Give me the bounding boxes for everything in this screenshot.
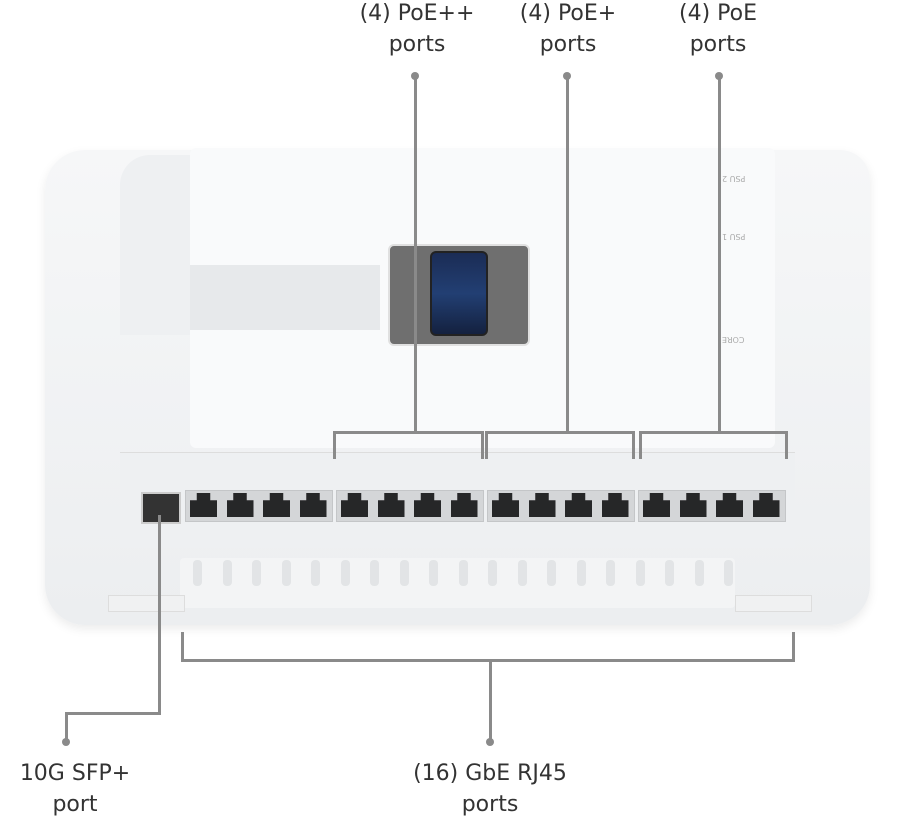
callout-line2: ports bbox=[388, 32, 446, 57]
leader-line bbox=[639, 431, 642, 459]
leader-line bbox=[181, 632, 184, 662]
comb-tooth bbox=[694, 560, 704, 586]
comb-tooth bbox=[517, 560, 527, 586]
leader-line bbox=[414, 76, 417, 432]
callout-rj45: (16) GbE RJ45 ports bbox=[380, 758, 600, 820]
leader-line bbox=[489, 659, 492, 741]
callout-line1: 10G SFP+ bbox=[19, 761, 131, 786]
comb-tooth bbox=[606, 560, 615, 586]
callout-poe-plus: (4) PoE+ ports bbox=[488, 0, 648, 60]
comb-tooth bbox=[193, 560, 202, 586]
callout-poe-plus-plus: (4) PoE++ ports bbox=[337, 0, 497, 60]
leader-line bbox=[65, 712, 68, 742]
callout-line2: ports bbox=[539, 32, 597, 57]
callout-line1: (4) PoE++ bbox=[359, 1, 475, 26]
core-label: CORE bbox=[722, 335, 745, 344]
leader-line bbox=[333, 431, 484, 434]
callout-sfp: 10G SFP+ port bbox=[0, 758, 150, 820]
callout-line2: ports bbox=[461, 792, 519, 817]
leader-line bbox=[792, 632, 795, 662]
foot-left bbox=[108, 595, 185, 612]
comb-tooth bbox=[724, 560, 733, 586]
comb-tooth bbox=[458, 560, 468, 586]
leader-line bbox=[333, 431, 336, 459]
leader-dot bbox=[62, 738, 70, 746]
callout-line1: (4) PoE+ bbox=[519, 1, 617, 26]
leader-line bbox=[65, 712, 161, 715]
comb-tooth bbox=[665, 560, 674, 586]
comb-tooth bbox=[281, 560, 291, 586]
foot-right bbox=[735, 595, 812, 612]
comb-tooth bbox=[340, 560, 350, 586]
leader-line bbox=[632, 431, 635, 459]
comb-tooth bbox=[488, 560, 497, 586]
leader-line bbox=[639, 431, 788, 434]
callout-line2: port bbox=[52, 792, 98, 817]
callout-poe: (4) PoE ports bbox=[638, 0, 798, 60]
comb-tooth bbox=[635, 560, 645, 586]
leader-line bbox=[481, 431, 484, 459]
side-rail bbox=[120, 155, 190, 335]
psu1-label: PSU 1 bbox=[722, 232, 746, 241]
comb-tooth bbox=[222, 560, 232, 586]
comb-tooth bbox=[547, 560, 556, 586]
leader-line bbox=[566, 76, 569, 432]
leader-line bbox=[718, 76, 721, 432]
callout-line2: ports bbox=[689, 32, 747, 57]
leader-line bbox=[485, 431, 635, 434]
leader-line bbox=[181, 659, 795, 662]
callout-line1: (4) PoE bbox=[679, 1, 757, 26]
comb-tooth bbox=[576, 560, 586, 586]
sfp-port bbox=[141, 492, 181, 524]
leader-line bbox=[158, 515, 161, 715]
comb-tooth bbox=[311, 560, 320, 586]
psu2-label: PSU 2 bbox=[722, 174, 746, 183]
cable-comb bbox=[180, 558, 735, 608]
phone-image bbox=[430, 251, 488, 336]
comb-tooth bbox=[370, 560, 379, 586]
leader-line bbox=[785, 431, 788, 459]
comb-tooth bbox=[399, 560, 409, 586]
recess bbox=[190, 265, 380, 330]
leader-line bbox=[485, 431, 488, 459]
comb-tooth bbox=[252, 560, 261, 586]
leader-dot bbox=[486, 738, 494, 746]
comb-tooth bbox=[429, 560, 438, 586]
callout-line1: (16) GbE RJ45 bbox=[413, 761, 567, 786]
